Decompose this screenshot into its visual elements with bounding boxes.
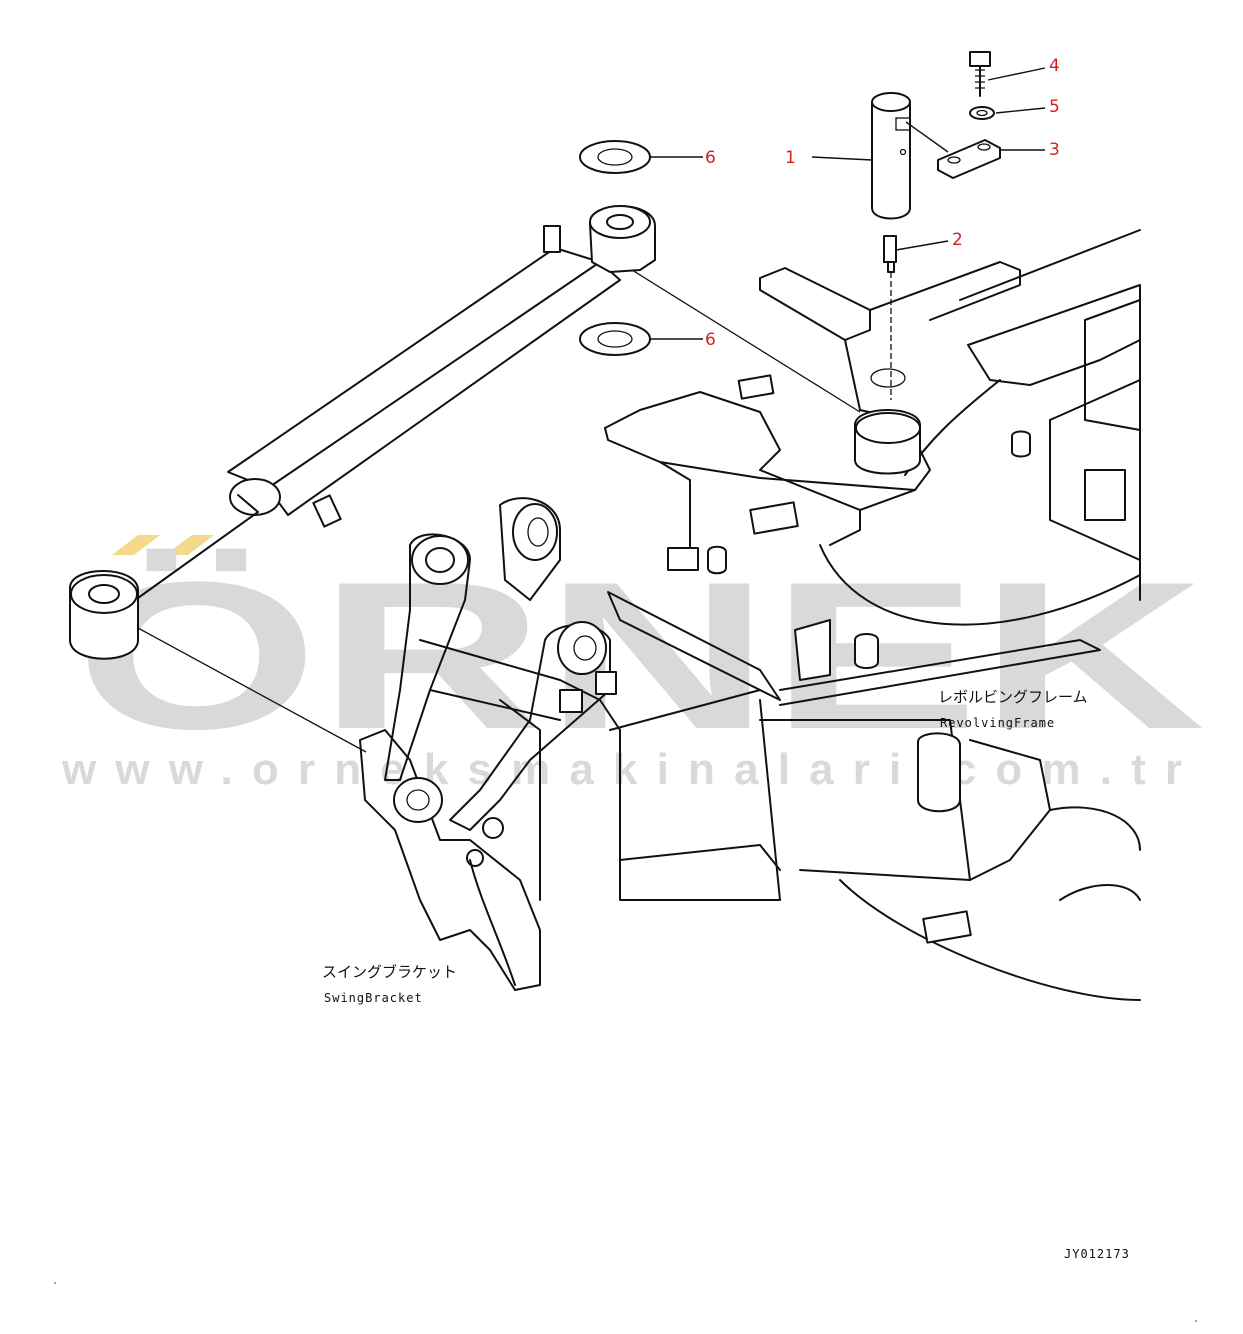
callouts: 1 2 3 4 5 6 6 [705, 56, 1060, 350]
part-labels: レボルビングフレーム RevolvingFrame スイングブラケット Swin… [322, 688, 1088, 1005]
callout-6-upper: 6 [705, 148, 716, 168]
drawing-code: JY012173 [1064, 1247, 1130, 1261]
revolving-frame-label-en: RevolvingFrame [940, 716, 1055, 730]
swing-bracket [359, 497, 621, 991]
watermark-accent-left [112, 535, 160, 555]
watermark-logo: ÖRNEK [75, 538, 1205, 773]
watermark-accent-right [165, 535, 214, 555]
pin-assembly [579, 51, 1001, 400]
callout-5: 5 [1049, 97, 1060, 117]
callout-6-lower: 6 [705, 330, 716, 350]
leader-lines [650, 67, 1046, 340]
callout-4: 4 [1049, 56, 1060, 76]
revolving-frame [604, 229, 1141, 1001]
callout-1: 1 [785, 148, 796, 168]
swing-cylinder [69, 205, 861, 753]
corner-marks [54, 1282, 1197, 1322]
swing-bracket-label-en: SwingBracket [324, 991, 423, 1005]
revolving-frame-label-jp: レボルビングフレーム [938, 688, 1088, 706]
callout-2: 2 [952, 230, 963, 250]
callout-3: 3 [1049, 140, 1060, 160]
swing-bracket-label-jp: スイングブラケット [322, 963, 457, 981]
watermark: ÖRNEK www.orneksmakinalari.com.tr [61, 535, 1205, 794]
